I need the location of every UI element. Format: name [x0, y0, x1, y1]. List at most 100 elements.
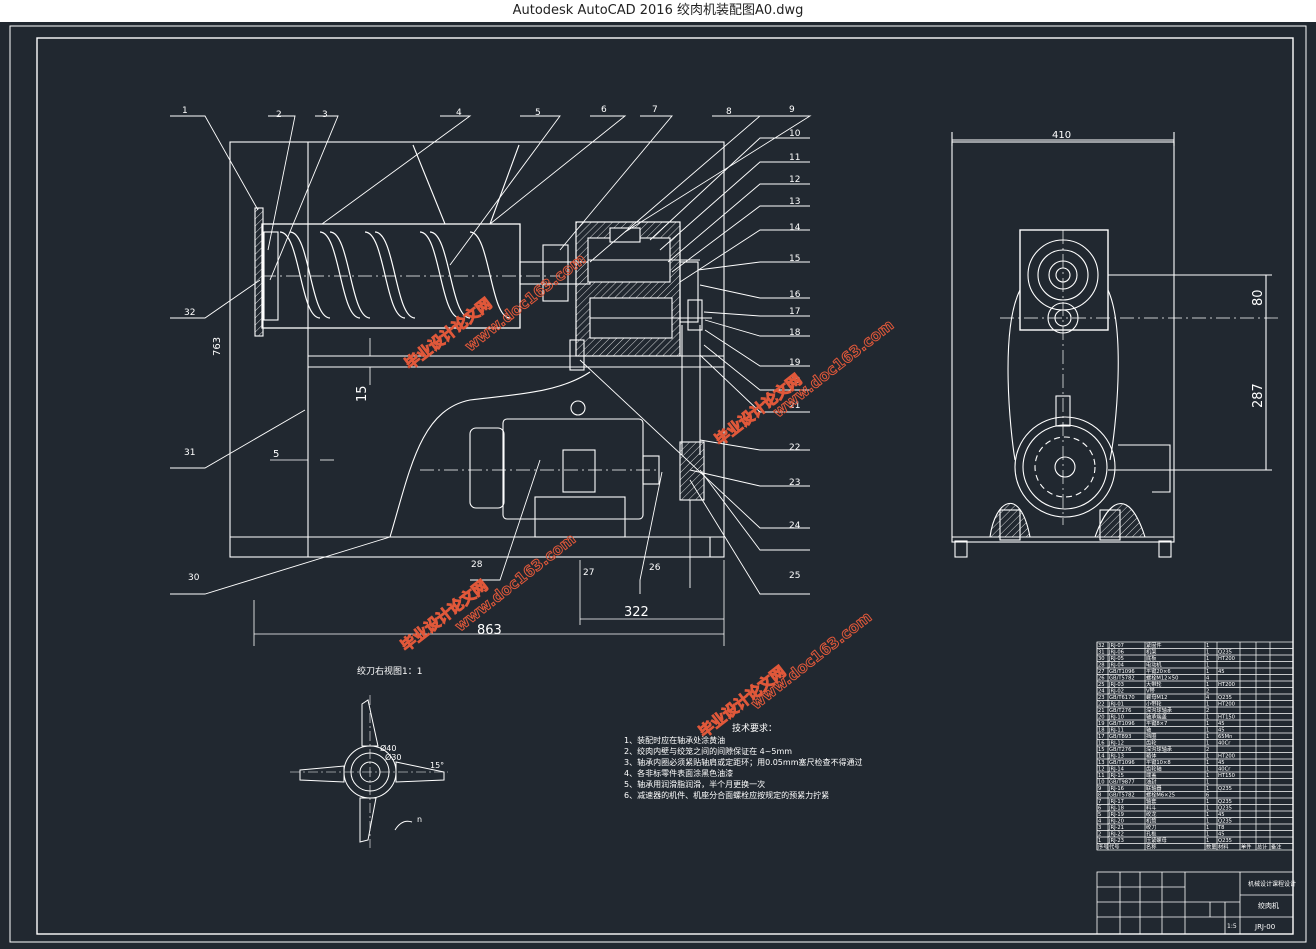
bom-cell: 6	[1098, 806, 1101, 812]
part-number: 11	[789, 153, 800, 163]
tech-req-item: 2、绞肉内壁与绞笼之间的间隙保证在 4~5mm	[624, 746, 792, 756]
part-number: 9	[789, 105, 795, 115]
bom-cell: Q235	[1218, 786, 1232, 792]
part-number: 22	[789, 443, 800, 453]
bom-cell: 1	[1206, 806, 1209, 812]
part-leaders	[170, 115, 812, 595]
bom-cell: 齿轮轴	[1146, 765, 1162, 773]
bom-cell: 40Cr	[1218, 767, 1231, 773]
bom-cell: 10	[1098, 780, 1105, 786]
tech-req-item: 4、各非标零件表面涂黑色油漆	[624, 768, 733, 778]
part-number: 12	[789, 175, 800, 185]
bom-cell: 31	[1098, 650, 1105, 656]
dim-motor-offset: 322	[624, 605, 649, 620]
bom-cell: 1	[1206, 643, 1209, 649]
part-number: 16	[789, 290, 801, 300]
dimension-labels: 863 322 763 15 5	[212, 337, 649, 638]
bom-cell: 螺栓M6×25	[1146, 791, 1175, 799]
tech-req-item: 6、减速器的机件、机座分合面螺栓应按规定的预紧力拧紧	[624, 790, 829, 800]
bom-cell: JRJ-21	[1108, 825, 1124, 831]
bom-cell: GB/T9877	[1109, 780, 1135, 786]
knife-dim-d1: Ø40	[380, 743, 396, 753]
knife-dim-d2: Ø30	[385, 752, 401, 762]
bom-cell: 平键10×8	[1146, 758, 1171, 766]
bom-cell: JRJ-01	[1108, 702, 1124, 708]
part-number: 27	[583, 568, 594, 578]
bom-cell: 料斗	[1146, 804, 1156, 812]
part-number: 10	[789, 129, 801, 139]
part-number: 26	[649, 563, 661, 573]
drawing-canvas[interactable]: 1 2 3 4 5 6 7 8 9 10 11 12 13 14 15 16 1…	[0, 22, 1316, 945]
knife-rotation: n	[417, 815, 422, 824]
sub-view-title: 绞刀右视图1：1	[357, 665, 422, 677]
tech-req-item: 5、轴承用润滑脂润滑，半个月更换一次	[624, 779, 765, 789]
bom-cell: 箱体	[1146, 752, 1157, 760]
bom-cell: 1	[1206, 754, 1209, 760]
part-number: 19	[789, 358, 801, 368]
part-labels: 1 2 3 4 5 6 7 8 9 10 11 12 13 14 15 16 1…	[182, 105, 801, 583]
title-block	[1096, 871, 1294, 935]
bom-cell: 14	[1098, 754, 1105, 760]
bom-cell: HT200	[1218, 754, 1235, 760]
bom-cell: JRJ-17	[1108, 799, 1124, 805]
bom-cell: JRJ-04	[1108, 663, 1125, 669]
bom-cell: 9	[1098, 786, 1101, 792]
bom-cell: 1	[1206, 799, 1209, 805]
bom-cell: HT200	[1218, 656, 1235, 662]
side-dimension-labels: 410 80 287	[1052, 130, 1266, 408]
bom-cell: 机筒	[1146, 817, 1156, 825]
bom-cell: 1	[1206, 812, 1209, 818]
bom-cell: 平键8×7	[1146, 719, 1167, 727]
bom-cell: JRJ-12	[1108, 741, 1124, 747]
bom-cell: 1	[1206, 669, 1209, 675]
dim-height: 763	[212, 337, 223, 356]
bom-header-cell: 序号	[1098, 843, 1108, 851]
bom-cell: Q235	[1218, 695, 1232, 701]
bom-cell: 1	[1206, 721, 1209, 727]
bom-cell: 3	[1098, 825, 1101, 831]
bom-cell: Q235	[1218, 819, 1232, 825]
part-number: 24	[789, 521, 801, 531]
bom-cell: 1	[1206, 838, 1209, 844]
part-number: 8	[726, 107, 732, 117]
bom-cell: GB/T1096	[1109, 721, 1135, 727]
bom-cell: 孔板	[1146, 830, 1157, 838]
drawing-svg: 1 2 3 4 5 6 7 8 9 10 11 12 13 14 15 16 1…	[9, 25, 1307, 943]
part-number: 3	[322, 110, 328, 120]
dimension-lines	[253, 338, 725, 646]
bom-cell: 机架	[1146, 648, 1156, 656]
tech-requirements: 技术要求： 1、装配时应在轴承处涂黄油 2、绞肉内壁与绞笼之间的间隙保证在 4~…	[624, 722, 863, 800]
bom-cell: 大带轮	[1146, 680, 1162, 688]
bom-cell: 8	[1098, 793, 1101, 799]
bom-cell: HT200	[1218, 702, 1235, 708]
hopper	[412, 144, 446, 225]
bom-cell: JRJ-13	[1108, 754, 1124, 760]
bom-header-cell: 备注	[1271, 843, 1281, 851]
dim-side-287: 287	[1251, 383, 1266, 408]
side-view	[951, 132, 1280, 558]
bom-cell: JRJ-14	[1108, 767, 1125, 773]
bom-cell: 45	[1218, 832, 1225, 838]
bom-cell: Q235	[1218, 806, 1232, 812]
bom-cell: 挡圈	[1146, 732, 1156, 740]
bom-cell: 平键20×6	[1146, 667, 1171, 675]
knife-angle: 15°	[430, 761, 444, 770]
bom-cell: V带	[1146, 688, 1155, 695]
part-number: 15	[789, 254, 800, 264]
bom-cell: 1	[1206, 682, 1209, 688]
dim-side-width: 410	[1052, 130, 1071, 141]
bom-cell: JRJ-16	[1108, 786, 1124, 792]
bom-cell: 电动机	[1146, 661, 1162, 669]
bom-header-cell: 总计	[1257, 843, 1267, 851]
bom-cell: 40Cr	[1218, 741, 1231, 747]
bom-header-cell: 数量	[1206, 843, 1216, 851]
part-number: 14	[789, 223, 801, 233]
bom-cell: JRJ-19	[1108, 812, 1124, 818]
bom-header-cell: 名称	[1146, 843, 1156, 851]
bom-cell: 2	[1098, 832, 1101, 838]
part-number: 5	[535, 108, 541, 118]
bom-cell: HT150	[1218, 773, 1235, 779]
bom-cell: 21	[1098, 708, 1105, 714]
bom-header-cell: 单件	[1241, 843, 1251, 851]
